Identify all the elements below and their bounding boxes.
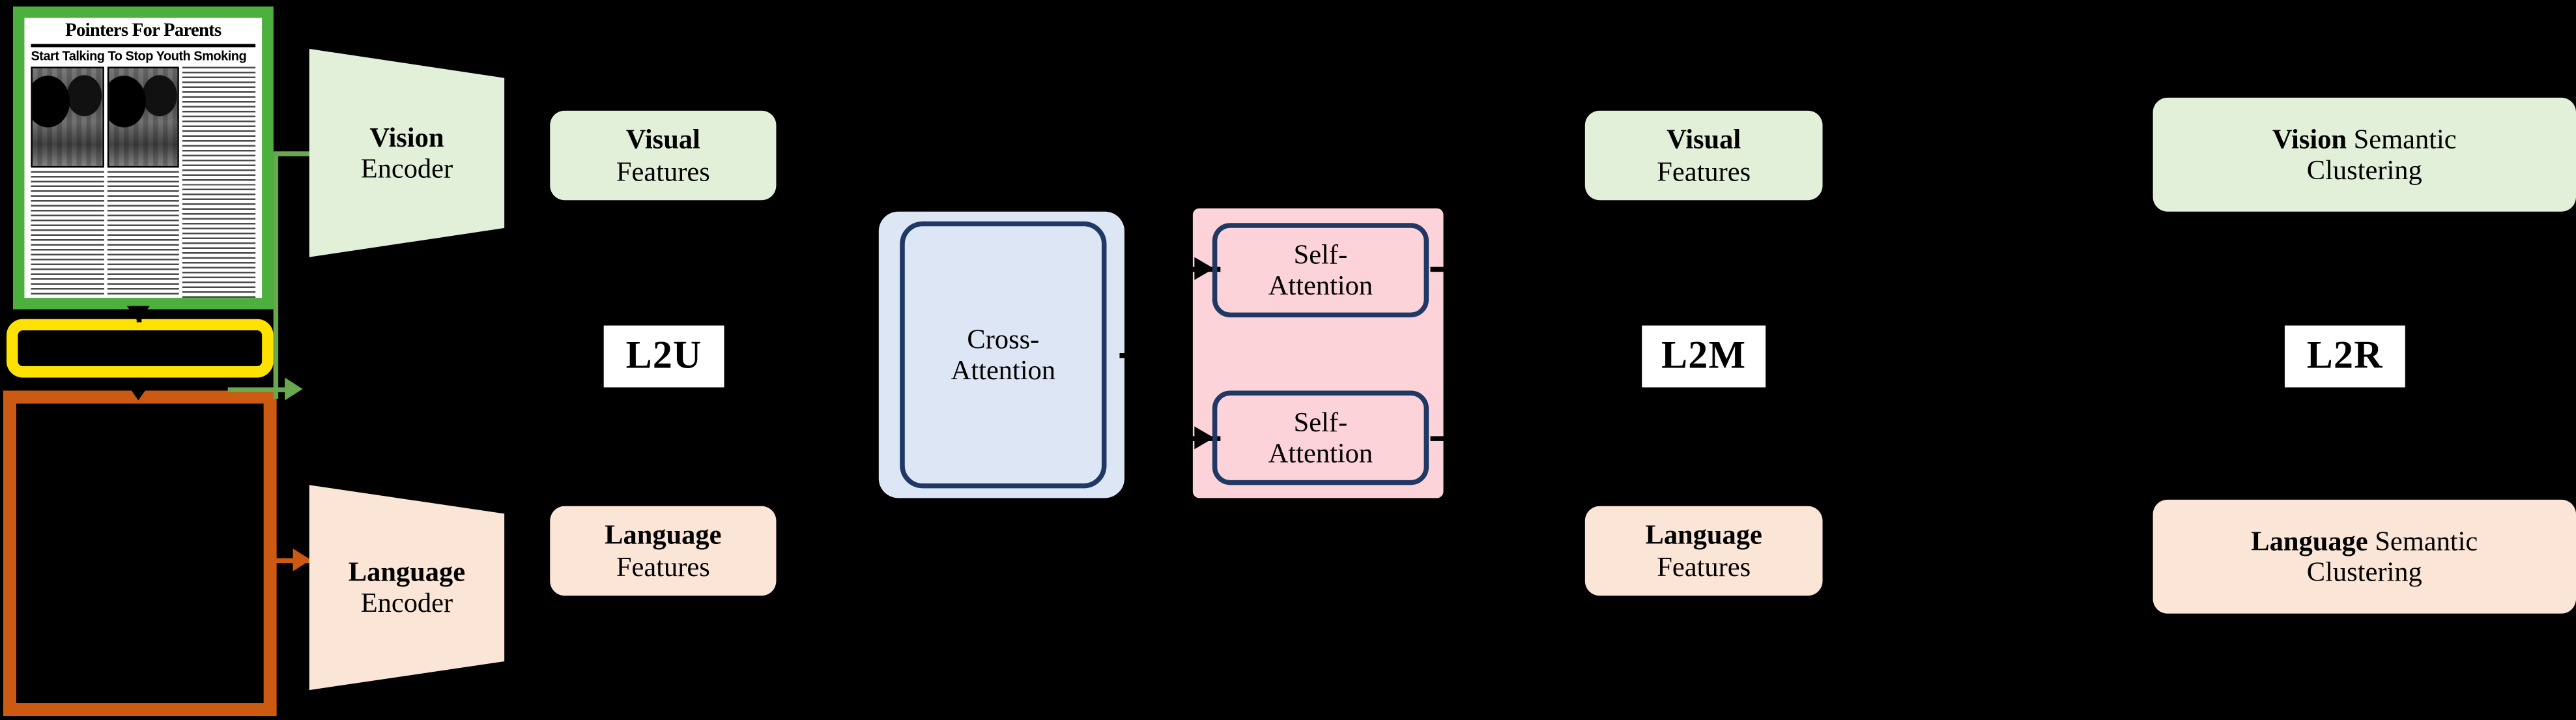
cross-attention-line2: Attention [951, 354, 1056, 386]
vision-encoder-block[interactable]: Vision Encoder [309, 48, 505, 257]
language-features-box-left[interactable]: Language Features [550, 506, 777, 596]
language-features-right-line1: Language [1645, 519, 1762, 551]
document-column-left [31, 66, 104, 298]
cross-to-self-line [1119, 353, 1201, 358]
self-attention-bottom-output-stub [1430, 436, 1457, 441]
vision-input-stub [227, 387, 293, 392]
document-title: Pointers For Parents [31, 22, 256, 47]
document-thumbnail: Pointers For Parents Start Talking To St… [12, 6, 274, 310]
language-clustering-line1: Language Semantic [2251, 525, 2478, 556]
visual-features-left-line1: Visual [625, 124, 700, 155]
vision-encoder-label-line1: Vision [369, 122, 444, 153]
objective-l2r-chip[interactable]: L2R [2284, 325, 2405, 388]
language-features-right-line2: Features [1657, 551, 1751, 582]
vision-clustering-line1: Vision Semantic [2272, 123, 2457, 154]
document-column-mid [107, 66, 180, 298]
self-attention-top-output-stub [1430, 266, 1457, 272]
orange-highlight-frame [3, 390, 277, 717]
language-encoder-label-line2: Encoder [360, 587, 453, 619]
yellow-highlight-frame [6, 319, 274, 378]
language-encoder-block[interactable]: Language Encoder [309, 485, 505, 691]
vision-clustering-rest: Semantic [2347, 122, 2457, 154]
self-attention-top-line1: Self- [1293, 239, 1348, 270]
language-clustering-line2: Clustering [2306, 556, 2422, 588]
visual-features-box-left[interactable]: Visual Features [550, 110, 777, 201]
vision-semantic-clustering-box[interactable]: Vision Semantic Clustering [2153, 97, 2576, 212]
vision-clustering-bold: Vision [2272, 122, 2347, 154]
self-attention-bottom-line1: Self- [1293, 407, 1348, 438]
document-column-right [182, 66, 256, 298]
objective-l2m-chip[interactable]: L2M [1642, 325, 1766, 388]
cross-attention-panel [878, 211, 1124, 498]
into-self-attention-top-arrowhead [1194, 257, 1214, 280]
document-photo [31, 66, 104, 167]
language-encoder-label-line1: Language [348, 556, 466, 588]
language-clustering-rest: Semantic [2368, 525, 2478, 556]
doc-to-yellow-arrowhead [126, 306, 150, 323]
visual-features-box-right[interactable]: Visual Features [1584, 110, 1823, 201]
self-attention-bottom-line2: Attention [1268, 437, 1373, 469]
language-clustering-bold: Language [2251, 525, 2368, 556]
yellow-to-orange-arrowhead [126, 384, 150, 401]
into-self-attention-bottom-arrowhead [1194, 426, 1214, 450]
vision-input-vertical-line [273, 154, 279, 399]
document-text-lines [31, 170, 104, 298]
visual-features-right-line2: Features [1657, 155, 1751, 186]
objective-l2r-label: L2R [2306, 334, 2383, 377]
into-cross-attention-arrowhead [862, 343, 878, 367]
language-features-box-right[interactable]: Language Features [1584, 506, 1823, 596]
objective-l2u-label: L2U [625, 334, 702, 377]
objective-l2m-label: L2M [1661, 334, 1747, 377]
document-text-lines-3 [182, 66, 256, 298]
language-features-left-line1: Language [605, 519, 722, 551]
language-features-left-line2: Features [616, 551, 710, 582]
self-attention-panel [1192, 208, 1444, 498]
cross-attention-block[interactable]: Cross- Attention [900, 221, 1107, 489]
vision-input-horizontal-line [273, 151, 329, 156]
vision-clustering-line2: Clustering [2306, 154, 2422, 186]
language-semantic-clustering-box[interactable]: Language Semantic Clustering [2153, 499, 2576, 614]
language-input-arrowhead [293, 548, 311, 571]
visual-features-right-line1: Visual [1667, 124, 1741, 155]
document-text-lines-2 [107, 170, 180, 298]
document-body [31, 66, 256, 298]
vision-encoder-label-line2: Encoder [360, 152, 453, 184]
visual-features-left-line2: Features [616, 155, 710, 186]
self-attention-top-block[interactable]: Self- Attention [1212, 223, 1429, 318]
self-attention-bottom-block[interactable]: Self- Attention [1212, 390, 1429, 485]
document-subtitle: Start Talking To Stop Youth Smoking [31, 48, 247, 63]
objective-l2u-chip[interactable]: L2U [603, 325, 724, 388]
document-photo-2 [107, 66, 180, 167]
self-attention-top-line2: Attention [1268, 270, 1373, 302]
cross-attention-line1: Cross- [967, 323, 1040, 355]
